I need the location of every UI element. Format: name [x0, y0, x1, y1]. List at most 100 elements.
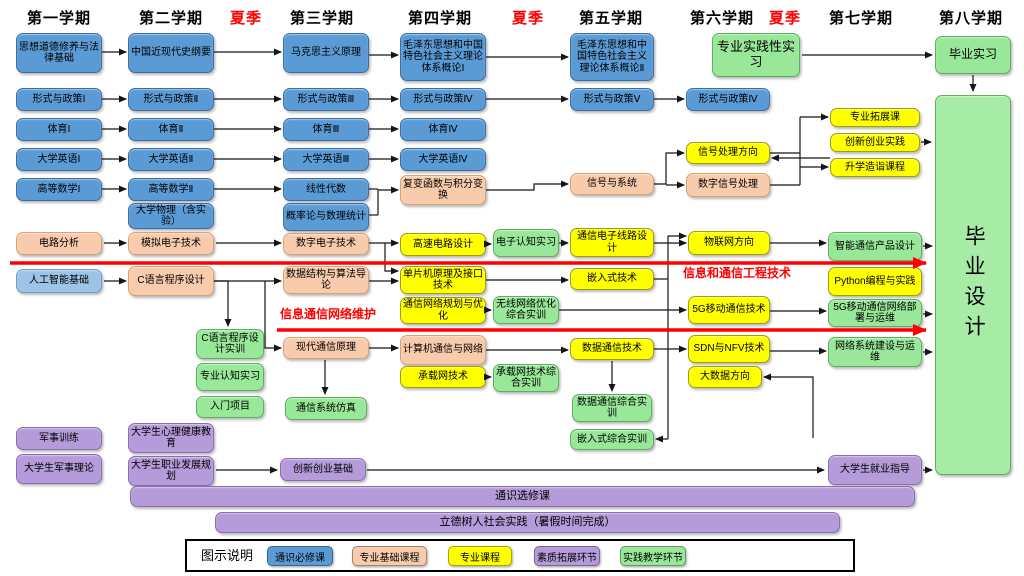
course-connector-arrow	[486, 180, 569, 191]
course-box: 体育Ⅰ	[16, 118, 102, 141]
social-practice-bar: 立德树人社会实践（暑假时间完成）	[215, 512, 840, 533]
legend-chip: 专业课程	[448, 546, 512, 566]
course-box: 形式与政策Ⅰ	[16, 88, 102, 111]
course-box: 电路分析	[16, 232, 102, 255]
course-connector-arrow	[654, 149, 685, 185]
course-box: 嵌入式技术	[570, 268, 654, 290]
course-box: 升学造诣课程	[830, 158, 920, 177]
course-box: 思想道德修养与法律基础	[16, 33, 102, 73]
course-connector-arrow	[214, 280, 232, 327]
semester-header: 第六学期	[689, 10, 755, 27]
course-box: 线性代数	[283, 178, 369, 201]
course-box: 入门项目	[196, 396, 264, 418]
course-box: 通信网络规划与优化	[400, 297, 486, 324]
red-track-label: 信息通信网络维护	[280, 307, 377, 321]
legend-chip: 通识必修课	[267, 546, 333, 566]
summer-term-header: 夏季	[229, 10, 263, 27]
course-box: C语言程序设计	[128, 266, 214, 296]
course-box: 数据通信技术	[570, 338, 654, 360]
course-box: 数字信号处理	[686, 173, 770, 197]
course-box: 通信系统仿真	[285, 397, 367, 420]
course-box: 大学英语Ⅱ	[128, 148, 214, 171]
course-box: 形式与政策Ⅳ	[686, 88, 770, 111]
course-box: 通信电子线路设计	[570, 228, 654, 257]
course-box: 概率论与数理统计	[283, 203, 369, 231]
course-box: 形式与政策Ⅳ	[400, 88, 486, 111]
course-box: 承载网技术综合实训	[493, 364, 559, 392]
legend-box: 图示说明 通识必修课专业基础课程专业课程素质拓展环节实践教学环节	[185, 539, 855, 572]
semester-header: 第七学期	[828, 10, 894, 27]
course-box: 无线网络优化综合实训	[493, 296, 559, 324]
semester-header: 第八学期	[938, 10, 1004, 27]
semester-header: 第二学期	[138, 10, 204, 27]
course-box: 电子认知实习	[493, 229, 559, 257]
course-box: 高等数学Ⅰ	[16, 178, 102, 201]
course-box: 单片机原理及接口技术	[400, 266, 486, 294]
course-box: 中国近现代史纲要	[128, 33, 214, 73]
course-box: 大数据方向	[688, 366, 762, 388]
course-box: Python编程与实践	[828, 267, 922, 296]
course-box: 物联网方向	[688, 231, 770, 255]
course-box: 大学生军事理论	[16, 454, 102, 484]
course-box: C语言程序设计实训	[196, 329, 264, 359]
semester-header: 第一学期	[26, 10, 92, 27]
summer-term-header: 夏季	[768, 10, 802, 27]
course-box: 信号与系统	[570, 173, 654, 195]
course-box: 形式与政策Ⅱ	[128, 88, 214, 111]
legend-title: 图示说明	[201, 548, 254, 563]
general-elective-bar: 通识选修课	[130, 486, 915, 507]
semester-header: 第五学期	[578, 10, 644, 27]
semester-header: 第三学期	[289, 10, 355, 27]
course-box: 嵌入式综合实训	[570, 429, 654, 450]
course-box: 形式与政策Ⅲ	[283, 88, 369, 111]
course-box: 数字电子技术	[283, 233, 369, 255]
course-connector-arrow	[384, 243, 399, 275]
semester-header: 第四学期	[407, 10, 473, 27]
course-box: SDN与NFV技术	[688, 335, 770, 363]
course-box: 大学生就业指导	[828, 455, 922, 485]
course-box: 创新创业实践	[830, 133, 920, 152]
course-box: 大学物理（含实验）	[128, 203, 214, 229]
course-box: 数据通信综合实训	[572, 394, 652, 422]
course-connector-arrow	[377, 186, 399, 215]
course-box: 承载网技术	[400, 366, 486, 388]
course-box: 毛泽东思想和中国特色社会主义理论体系概论Ⅰ	[400, 33, 486, 81]
legend-chip: 素质拓展环节	[534, 546, 600, 566]
course-box: 数据结构与算法导论	[283, 266, 369, 294]
course-box: 专业拓展课	[830, 108, 920, 127]
course-box: 体育Ⅳ	[400, 118, 486, 141]
graduation-design-box: 毕业设计	[935, 95, 1011, 475]
course-connector-arrow	[264, 281, 282, 352]
legend-chip: 实践教学环节	[620, 546, 686, 566]
course-box: 马克思主义原理	[283, 33, 369, 73]
course-box: 形式与政策Ⅴ	[570, 88, 654, 111]
summer-term-header: 夏季	[511, 10, 545, 27]
course-box: 模拟电子技术	[128, 232, 214, 255]
course-box: 体育Ⅱ	[128, 118, 214, 141]
course-box: 毛泽东思想和中国特色社会主义理论体系概论Ⅱ	[570, 33, 654, 81]
course-box: 高等数学Ⅱ	[128, 178, 214, 201]
course-box: 大学英语Ⅳ	[400, 148, 486, 171]
course-box: 体育Ⅲ	[283, 118, 369, 141]
course-box: 信号处理方向	[686, 142, 770, 164]
course-box: 网络系统建设与运维	[828, 337, 922, 367]
course-box: 大学英语Ⅰ	[16, 148, 102, 171]
course-box: 现代通信原理	[283, 337, 369, 359]
course-box: 高速电路设计	[400, 233, 486, 256]
course-box: 人工智能基础	[16, 269, 102, 293]
course-box: 大学生心理健康教育	[128, 423, 214, 453]
course-box: 创新创业基础	[280, 458, 366, 481]
course-box: 专业认知实习	[196, 363, 264, 391]
graduation-internship-box: 毕业实习	[935, 36, 1011, 74]
course-box: 大学生职业发展规划	[128, 456, 214, 486]
course-box: 专业实践性实习	[712, 33, 800, 77]
course-box: 5G移动通信技术	[688, 296, 770, 324]
course-box: 5G移动通信网络部署与运维	[828, 299, 922, 327]
course-connector-arrow	[763, 373, 814, 438]
course-box: 大学英语Ⅲ	[283, 148, 369, 171]
course-box: 军事训练	[16, 427, 102, 450]
red-track-label: 信息和通信工程技术	[683, 266, 792, 280]
course-box: 复变函数与积分变换	[400, 175, 486, 205]
course-box: 计算机通信与网络	[400, 335, 486, 365]
